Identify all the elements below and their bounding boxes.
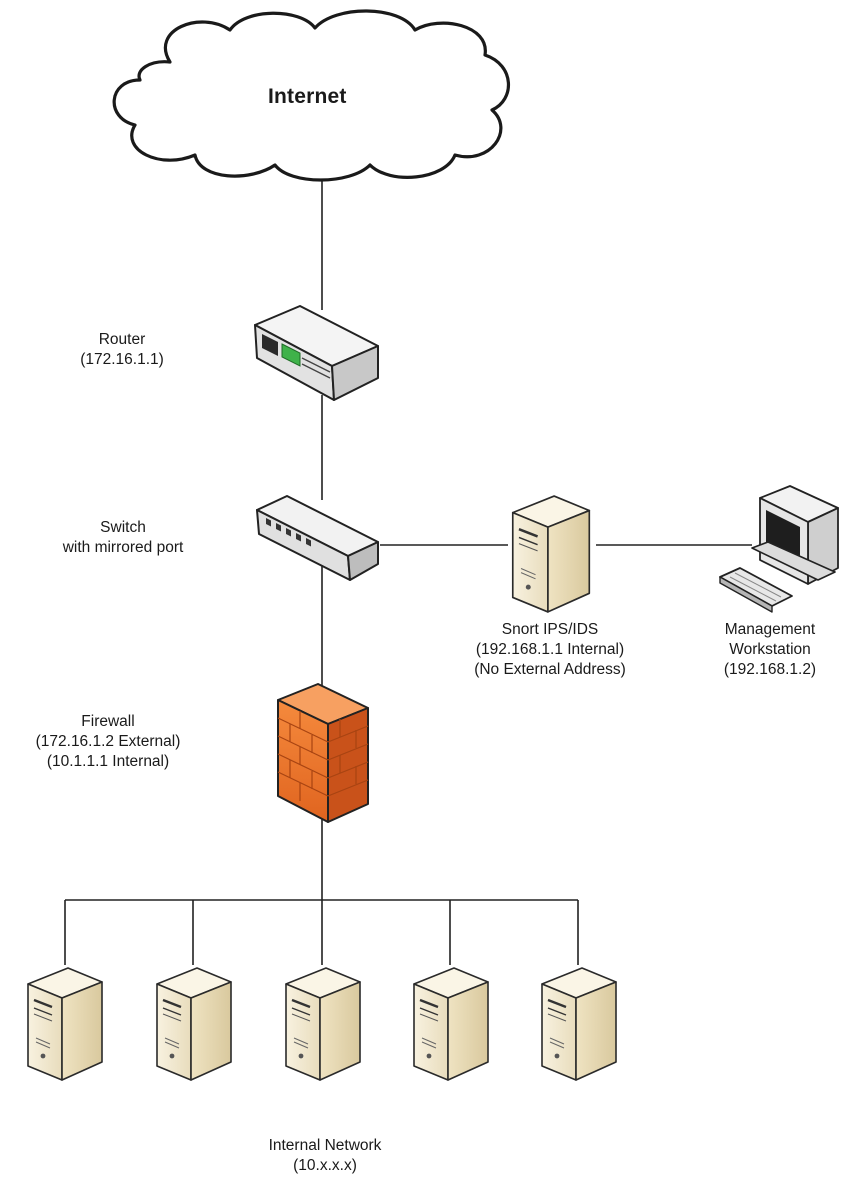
internal-server-icon xyxy=(26,966,104,1082)
router-ip: (172.16.1.1) xyxy=(80,351,164,368)
workstation-icon xyxy=(719,485,839,613)
router-name: Router xyxy=(98,331,146,348)
internal-server-icon xyxy=(412,966,490,1082)
switch-icon xyxy=(256,495,379,581)
internal-server-icon xyxy=(155,966,233,1082)
firewall-internal: (10.1.1.1 Internal) xyxy=(46,753,170,770)
connection-lines xyxy=(64,175,752,965)
snort-note: (No External Address) xyxy=(474,661,626,678)
internet-cloud-icon xyxy=(112,9,510,182)
workstation-line2: Workstation xyxy=(729,641,811,658)
internal-network-label: Internal Network (10.x.x.x) xyxy=(240,1136,410,1176)
snort-server-icon xyxy=(511,494,591,614)
internal-network-name: Internal Network xyxy=(268,1137,382,1154)
internal-server-icon xyxy=(540,966,618,1082)
workstation-ip: (192.168.1.2) xyxy=(723,661,817,678)
firewall-icon xyxy=(277,683,369,823)
switch-detail: with mirrored port xyxy=(62,539,184,556)
snort-name: Snort IPS/IDS xyxy=(501,621,599,638)
firewall-name: Firewall xyxy=(81,713,135,730)
firewall-label: Firewall (172.16.1.2 External) (10.1.1.1… xyxy=(8,712,208,772)
internal-network-range: (10.x.x.x) xyxy=(293,1157,357,1174)
workstation-label: Management Workstation (192.168.1.2) xyxy=(700,620,840,680)
switch-name: Switch xyxy=(100,519,146,536)
switch-label: Switch with mirrored port xyxy=(28,518,218,558)
workstation-line1: Management xyxy=(724,621,816,638)
firewall-external: (172.16.1.2 External) xyxy=(35,733,181,750)
router-icon xyxy=(254,305,379,401)
internal-server-icon xyxy=(284,966,362,1082)
snort-ip: (192.168.1.1 Internal) xyxy=(475,641,625,658)
internet-label: Internet xyxy=(268,85,347,108)
snort-label: Snort IPS/IDS (192.168.1.1 Internal) (No… xyxy=(430,620,670,680)
router-label: Router (172.16.1.1) xyxy=(52,330,192,370)
